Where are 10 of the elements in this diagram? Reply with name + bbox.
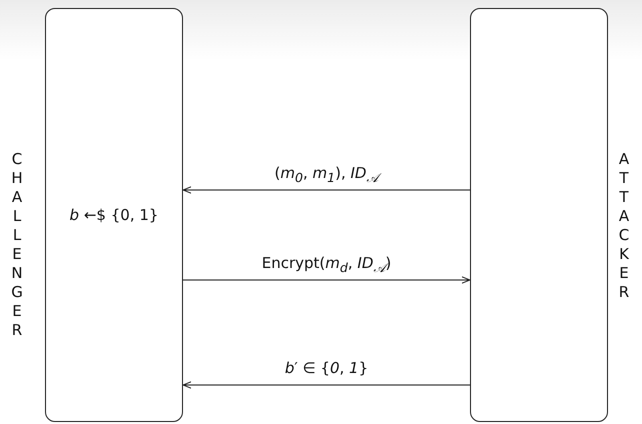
edge-label: b′ ∈ {0, 1} — [284, 359, 368, 377]
message-arrow — [182, 186, 470, 194]
message-arrow — [182, 381, 470, 389]
lifeline-box — [45, 8, 183, 422]
lifeline-box — [470, 8, 608, 422]
role-label: CHALLENGER — [8, 150, 26, 340]
message-arrow — [182, 276, 470, 284]
role-label: ATTACKER — [615, 150, 633, 302]
edge-label: Encrypt(m$_{d}$, ID$_{𝒜}$) — [262, 254, 392, 276]
node-text: b ←$ {0, 1} — [70, 206, 158, 224]
